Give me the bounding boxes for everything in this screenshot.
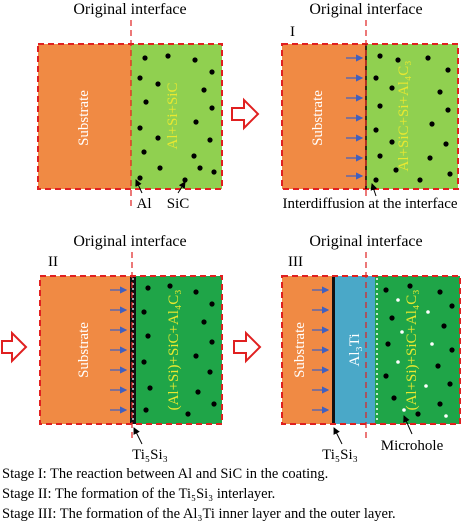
panel-1-al-pointer [135,179,143,194]
panel-3-coating [136,276,222,424]
panel-1-interface-title: Original interface [73,1,186,18]
panel-3-interface-title: Original interface [73,233,186,250]
panel-1-coating-label: Al+Si+SiC [165,83,181,150]
panel-4-diffusion-arrows [312,286,330,414]
panel-4-coating-label: (Al+Si)+SiC+Al₄C₃ [404,290,420,411]
panel-4-substrate-label: Substrate [292,322,308,378]
panel-3: Original interface II Substrate (Al+Si)+… [39,233,223,463]
stage-arrow-3-icon [233,330,262,364]
panel-3-particles [141,283,217,417]
panel-2-substrate [282,44,366,189]
panel-1-coating [131,44,222,189]
panel-3-substrate-label: Substrate [76,322,92,378]
panel-4-al3ti-layer [335,276,375,424]
panel-3-diffusion-arrows [110,286,128,414]
panel-2-diffusion-arrows [346,54,364,180]
panel-4-coating [375,276,460,424]
panel-4-ti5si3-label: Ti₅Si₃ [322,447,358,463]
panel-2-interdiffusion-pointer [370,183,378,197]
panel-1-frame [37,43,223,190]
panel-4-stage-label: III [288,254,303,270]
panel-4-frame [281,275,461,425]
panel-2-interdiffusion-label: Interdiffusion at the interface [282,196,457,212]
panel-2: Original interface I Substrate Al+SiC+Si… [281,1,459,212]
panel-3-ti5si3-pointer [133,427,143,445]
panel-4-interlayer [332,276,335,424]
panel-2-substrate-label: Substrate [310,90,326,146]
panel-4-microhole-label: Microhole [381,438,444,454]
panel-1-sic-pointer [177,181,186,194]
panel-1-al-label: Al [137,196,152,212]
panel-2-coating-label: Al+SiC+Si+Al₄C₃ [396,61,412,172]
panel-4-microholes [396,298,448,418]
panel-4: Original interface III Substrate Al₃Ti (… [281,233,461,463]
panel-3-frame [39,275,223,425]
caption-stage-1: Stage I: The reaction between Al and SiC… [2,466,329,482]
panel-2-stage-label: I [290,24,295,40]
panel-1: Original interface Substrate Al+Si+SiC A… [37,1,223,212]
panel-3-coating-label: (Al+Si)+SiC+Al₄C₃ [166,290,182,411]
caption-stage-3: Stage III: The formation of the Al₃Ti in… [2,506,396,522]
panel-2-interface-title: Original interface [309,1,422,18]
panel-1-substrate-label: Substrate [76,90,92,146]
panel-4-microhole-pointer [403,415,413,435]
panel-1-substrate [38,44,131,189]
caption-stage-2: Stage II: The formation of the Ti₅Si₃ in… [2,486,276,502]
panel-1-sic-label: SiC [167,196,190,212]
panel-4-al3ti-label: Al₃Ti [347,333,363,366]
panel-4-particles [383,283,455,417]
stage-arrow-1-icon [231,97,260,131]
panel-3-stage-label: II [48,254,58,270]
panel-4-interface-title: Original interface [309,233,422,250]
panel-3-ti5si3-label: Ti₅Si₃ [132,447,168,463]
panel-4-ti5si3-pointer [333,427,343,445]
stage-arrow-2-icon [1,330,28,364]
panel-2-particles [373,53,453,183]
panel-2-coating [366,44,458,189]
